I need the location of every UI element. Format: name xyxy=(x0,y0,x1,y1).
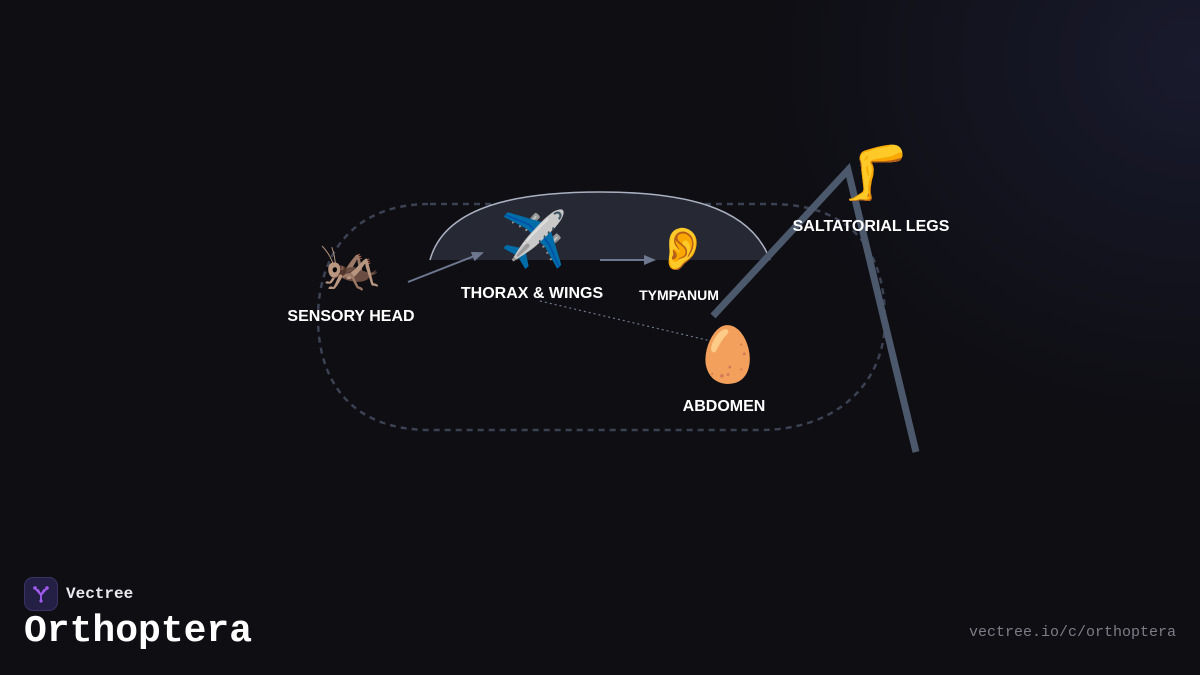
body-outline xyxy=(316,202,887,432)
thorax-dome xyxy=(430,192,770,260)
saltatorial-leg-line xyxy=(710,162,920,453)
abdomen-label: ABDOMEN xyxy=(682,398,766,415)
egg-icon: 🥚 xyxy=(694,323,762,386)
page-title: Orthoptera xyxy=(24,610,253,653)
thorax-dome-arc xyxy=(429,191,771,261)
thorax-to-abdomen-connector xyxy=(539,300,725,345)
cricket-icon: 🦗 xyxy=(319,236,383,294)
sensory-head-label: SENSORY HEAD xyxy=(287,308,415,325)
brand[interactable]: Vectree xyxy=(24,577,133,611)
thorax-wings-label: THORAX & WINGS xyxy=(460,285,604,302)
brand-name: Vectree xyxy=(66,585,134,603)
tympanum-label: TYMPANUM xyxy=(639,287,719,303)
saltatorial-legs-label: SALTATORIAL LEGS xyxy=(792,218,950,235)
airplane-icon: ✈️ xyxy=(500,208,568,271)
page-url[interactable]: vectree.io/c/orthoptera xyxy=(968,624,1176,641)
branching-tree-icon xyxy=(24,577,58,611)
ear-icon: 👂 xyxy=(656,224,709,273)
leg-icon: 🦵 xyxy=(842,141,910,204)
head-to-thorax-arrow xyxy=(407,251,484,283)
